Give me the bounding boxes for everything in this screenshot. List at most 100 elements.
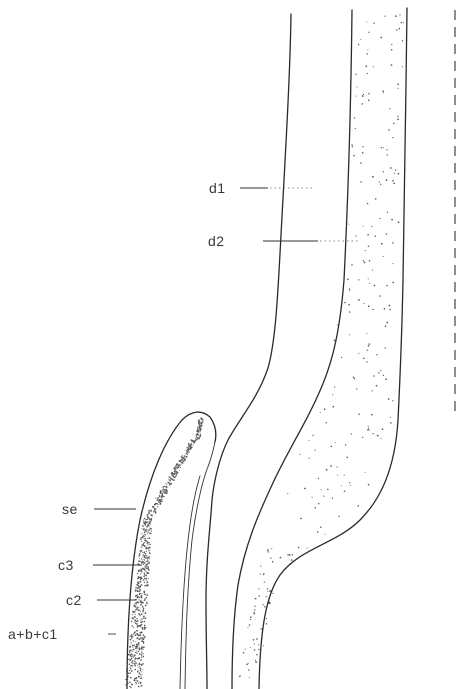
stipple-dot bbox=[143, 543, 144, 544]
stipple-dot bbox=[166, 486, 167, 487]
stipple-dot bbox=[253, 613, 255, 615]
stipple-dot bbox=[158, 499, 160, 501]
stipple-dot bbox=[298, 547, 299, 548]
stipple-dot bbox=[137, 581, 139, 583]
stipple-dot bbox=[139, 577, 140, 578]
stipple-dot bbox=[139, 570, 140, 571]
stipple-dot bbox=[133, 633, 134, 634]
stipple-dot bbox=[373, 433, 374, 434]
stipple-dot bbox=[135, 652, 137, 654]
stipple-dot bbox=[137, 573, 138, 574]
stipple-dot bbox=[147, 514, 148, 515]
stipple-dot bbox=[129, 650, 130, 651]
label-c2: c2 bbox=[66, 592, 82, 608]
stipple-dot bbox=[355, 128, 356, 129]
stipple-dot bbox=[130, 677, 132, 679]
stipple-dot bbox=[337, 475, 338, 476]
stipple-dot bbox=[254, 612, 255, 613]
stipple-dot bbox=[181, 456, 182, 457]
stipple-dot bbox=[149, 521, 151, 523]
stipple-dot bbox=[143, 526, 144, 527]
stipple-dot bbox=[201, 426, 202, 427]
stipple-dot bbox=[344, 490, 346, 492]
stipple-dot bbox=[397, 118, 399, 120]
stipple-dot bbox=[144, 569, 145, 570]
stipple-dot bbox=[147, 581, 148, 582]
stipple-dot bbox=[375, 198, 377, 200]
stipple-dot bbox=[377, 435, 379, 437]
stipple-dot bbox=[131, 684, 133, 686]
stipple-dot bbox=[144, 534, 145, 535]
outer-wall-line bbox=[206, 14, 291, 689]
stipple-dot bbox=[131, 658, 133, 660]
stipple-dot bbox=[367, 203, 368, 204]
stipple-dot bbox=[354, 378, 355, 379]
stipple-dot bbox=[136, 621, 137, 622]
stipple-dot bbox=[144, 559, 145, 560]
stipple-dot bbox=[125, 679, 126, 680]
stipple-dot bbox=[166, 491, 168, 493]
stipple-dot bbox=[187, 449, 188, 450]
stipple-dot bbox=[156, 503, 158, 505]
stipple-dot bbox=[197, 433, 198, 434]
stipple-dot bbox=[326, 469, 328, 471]
stipple-dot bbox=[147, 544, 148, 545]
stipple-dot bbox=[367, 49, 368, 50]
stipple-dot bbox=[396, 29, 398, 31]
stipple-dot bbox=[141, 593, 142, 594]
stipple-dot bbox=[199, 427, 200, 428]
stipple-dot bbox=[141, 537, 143, 539]
stipple-dot bbox=[140, 664, 141, 665]
stipple-dot bbox=[174, 467, 175, 468]
stipple-dot bbox=[169, 477, 170, 478]
stipple-dot bbox=[348, 224, 349, 225]
stipple-dot bbox=[128, 672, 130, 674]
stipple-dot bbox=[187, 451, 188, 452]
stipple-dot bbox=[164, 490, 166, 492]
stipple-dot bbox=[287, 554, 289, 556]
stipple-dot bbox=[142, 663, 144, 665]
stipple-dot bbox=[141, 558, 142, 559]
stipple-dot bbox=[380, 184, 381, 185]
stipple-dot bbox=[140, 670, 142, 672]
stipple-dot bbox=[134, 665, 136, 667]
stipple-dot bbox=[199, 431, 200, 432]
stipple-dot bbox=[130, 659, 132, 661]
stipple-dot bbox=[171, 472, 172, 473]
stipple-dot bbox=[201, 422, 202, 423]
stipple-dot bbox=[371, 414, 373, 416]
stipple-dot bbox=[371, 226, 372, 227]
stipple-dot bbox=[384, 16, 385, 17]
stipple-dot bbox=[142, 528, 143, 529]
stipple-dot bbox=[135, 662, 136, 663]
stipple-dot bbox=[255, 661, 257, 663]
stipple-dot bbox=[162, 490, 163, 491]
stipple-dot bbox=[361, 103, 363, 105]
stipple-dot bbox=[140, 615, 141, 616]
stipple-dot bbox=[132, 626, 133, 627]
stipple-dot bbox=[143, 552, 144, 553]
stipple-dot bbox=[141, 561, 142, 562]
stipple-dot bbox=[199, 436, 201, 438]
stipple-dot bbox=[146, 555, 147, 556]
stipple-dot bbox=[190, 445, 192, 447]
stipple-dot bbox=[188, 447, 189, 448]
stipple-dot bbox=[138, 599, 139, 600]
stipple-dot bbox=[135, 602, 137, 604]
stipple-dot bbox=[403, 22, 404, 23]
stipple-dot bbox=[140, 586, 141, 587]
stippled-layer-d2 bbox=[239, 14, 404, 677]
stipple-dot bbox=[141, 639, 142, 640]
stipple-dot bbox=[135, 587, 137, 589]
stipple-dot bbox=[135, 614, 136, 615]
stipple-dot bbox=[300, 518, 302, 520]
stipple-dot bbox=[148, 537, 150, 539]
stipple-dot bbox=[134, 622, 135, 623]
stipple-dot bbox=[137, 671, 138, 672]
stipple-dot bbox=[137, 588, 139, 590]
stipple-dot bbox=[368, 426, 369, 427]
stipple-dot bbox=[143, 520, 144, 521]
stipple-dot bbox=[369, 260, 371, 262]
stipple-dot bbox=[374, 285, 376, 287]
stipple-dot bbox=[141, 659, 142, 660]
